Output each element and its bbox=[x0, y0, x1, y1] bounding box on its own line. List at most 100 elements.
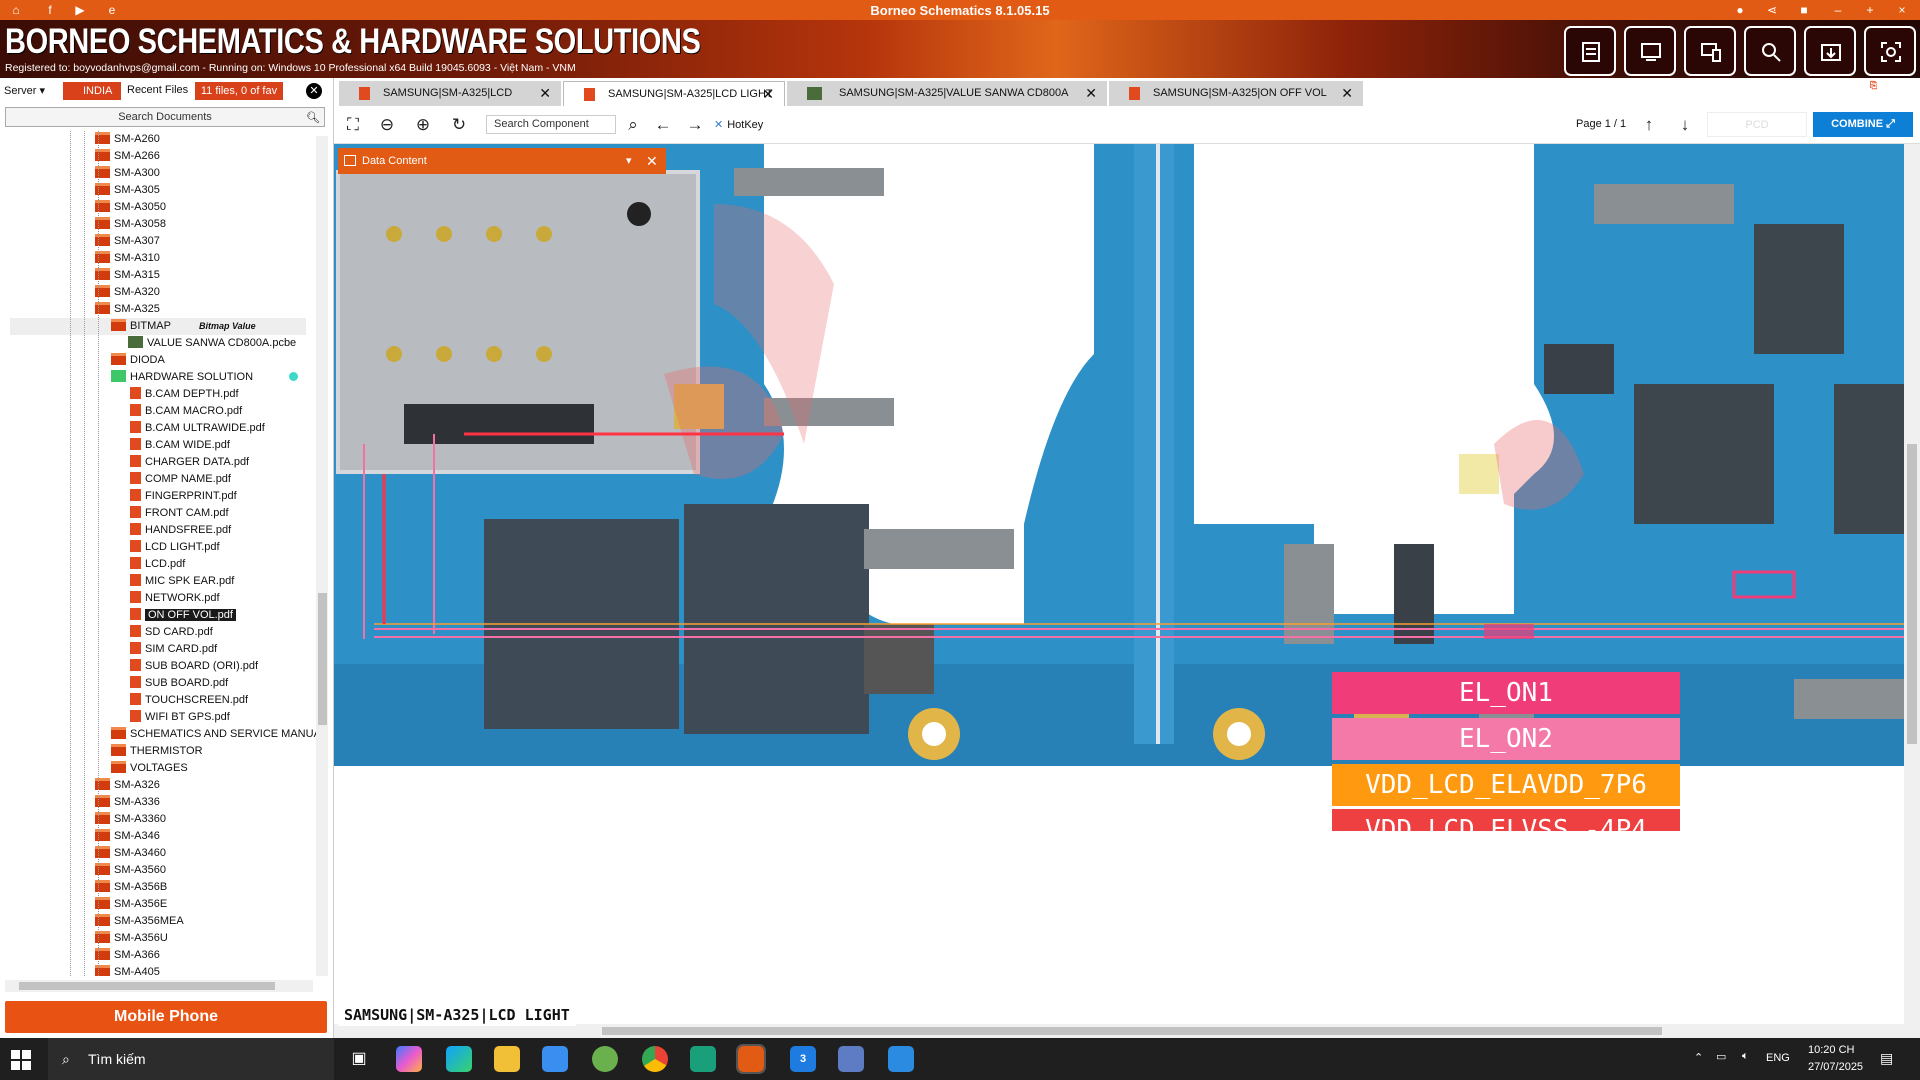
forward-arrow-icon[interactable]: → bbox=[686, 115, 704, 134]
app-monitor-icon[interactable] bbox=[838, 1046, 864, 1072]
tree-item-bitmap-file[interactable]: VALUE SANWA CD800A.pcbe bbox=[128, 335, 296, 352]
chevron-down-icon[interactable]: ▾ bbox=[626, 155, 632, 167]
data-content-panel[interactable]: Data Content ▾ ✕ bbox=[338, 148, 666, 174]
tree-item-model[interactable]: SM-A326 bbox=[95, 777, 160, 794]
tree-item-model[interactable]: SM-A3560 bbox=[95, 862, 166, 879]
copilot-icon[interactable] bbox=[396, 1046, 422, 1072]
tree-item-pdf[interactable]: SIM CARD.pdf bbox=[130, 641, 217, 658]
tree-item-pdf[interactable]: FINGERPRINT.pdf bbox=[130, 488, 237, 505]
tree-item-pdf[interactable]: B.CAM WIDE.pdf bbox=[130, 437, 230, 454]
tree-item-pdf[interactable]: NETWORK.pdf bbox=[130, 590, 220, 607]
borneo-app-icon[interactable] bbox=[736, 1044, 766, 1074]
tree-item-model[interactable]: SM-A300 bbox=[95, 165, 160, 182]
chrome-icon[interactable] bbox=[642, 1046, 668, 1072]
notifications-icon[interactable]: ▤ bbox=[1880, 1050, 1894, 1066]
tree-item-model[interactable]: SM-A3460 bbox=[95, 845, 166, 862]
devices-button[interactable] bbox=[1684, 26, 1736, 76]
tree-item-model[interactable]: SM-A356E bbox=[95, 896, 167, 913]
language-indicator[interactable]: ENG bbox=[1766, 1052, 1790, 1064]
camera-icon[interactable]: ■ bbox=[1800, 3, 1808, 17]
tree-item-model[interactable]: SM-A315 bbox=[95, 267, 160, 284]
viewer-hscrollbar[interactable] bbox=[334, 1024, 1920, 1038]
app-teal-icon[interactable] bbox=[690, 1046, 716, 1072]
schematic-viewer[interactable]: EL_ON1 EL_ON2 VDD_LCD_ELAVDD_7P6 VDD_LCD… bbox=[334, 144, 1904, 1024]
tray-chevron-icon[interactable]: ⌃ bbox=[1694, 1052, 1704, 1064]
tree-item-pdf[interactable]: SD CARD.pdf bbox=[130, 624, 213, 641]
tree-item-model[interactable]: SM-A320 bbox=[95, 284, 160, 301]
fullscreen-button[interactable] bbox=[1864, 26, 1916, 76]
zoom-in-icon[interactable]: ⊕ bbox=[415, 115, 431, 134]
tree-item-pdf[interactable]: LCD.pdf bbox=[130, 556, 185, 573]
facebook-icon[interactable]: f bbox=[48, 3, 52, 17]
tree-item-pdf[interactable]: TOUCHSCREEN.pdf bbox=[130, 692, 248, 709]
minimize-icon[interactable]: – bbox=[1834, 3, 1842, 17]
tab-on-off-vol[interactable]: SAMSUNG|SM-A325|ON OFF VOL✕ bbox=[1109, 81, 1363, 106]
share-icon[interactable]: ⋖ bbox=[1766, 3, 1778, 17]
rotate-icon[interactable]: ↻ bbox=[451, 115, 467, 134]
edge-icon[interactable] bbox=[446, 1046, 472, 1072]
tree-item-pdf[interactable]: CHARGER DATA.pdf bbox=[130, 454, 249, 471]
tree-item-pdf[interactable]: MIC SPK EAR.pdf bbox=[130, 573, 234, 590]
tree-item-pdf[interactable]: SUB BOARD (ORI).pdf bbox=[130, 658, 258, 675]
tree-item-model[interactable]: SM-A356MEA bbox=[95, 913, 184, 930]
search-icon[interactable]: ⌕ bbox=[628, 115, 638, 134]
tree-item-folder[interactable]: THERMISTOR bbox=[111, 743, 203, 760]
network-icon[interactable]: ▭ bbox=[1716, 1051, 1727, 1063]
tree-item-model[interactable]: SM-A3360 bbox=[95, 811, 166, 828]
server-dropdown[interactable]: Server ▾ bbox=[4, 85, 45, 97]
tree-item-pdf[interactable]: LCD LIGHT.pdf bbox=[130, 539, 220, 556]
tree-hscrollbar[interactable] bbox=[5, 980, 313, 992]
app-green-icon[interactable] bbox=[592, 1046, 618, 1072]
youtube-icon[interactable]: ▶ bbox=[75, 3, 85, 17]
app-blue-icon[interactable] bbox=[888, 1046, 914, 1072]
tree-item-model[interactable]: SM-A266 bbox=[95, 148, 160, 165]
pcd-button[interactable]: PCD bbox=[1707, 112, 1807, 137]
back-arrow-icon[interactable]: ← bbox=[654, 115, 672, 134]
search-documents-input[interactable]: Search Documents 🔍︎ bbox=[5, 107, 325, 127]
taskbar-search[interactable]: ⌕Tìm kiếm bbox=[48, 1038, 334, 1080]
tab-value-sanwa[interactable]: SAMSUNG|SM-A325|VALUE SANWA CD800A✕ bbox=[787, 81, 1107, 106]
store-icon[interactable] bbox=[542, 1046, 568, 1072]
viewer-vscrollbar[interactable] bbox=[1904, 144, 1920, 1024]
tree-item-model[interactable]: SM-A405 bbox=[95, 964, 160, 976]
tree-item-model[interactable]: SM-A3058 bbox=[95, 216, 166, 233]
clear-icon[interactable]: ✕ bbox=[306, 83, 322, 99]
download-button[interactable] bbox=[1804, 26, 1856, 76]
close-icon[interactable]: × bbox=[1898, 3, 1906, 17]
tab-lcd[interactable]: SAMSUNG|SM-A325|LCD✕ bbox=[339, 81, 561, 106]
tree-item-pdf[interactable]: HANDSFREE.pdf bbox=[130, 522, 231, 539]
tree-item-model[interactable]: SM-A3050 bbox=[95, 199, 166, 216]
mobile-phone-button[interactable]: Mobile Phone bbox=[5, 1001, 327, 1033]
tree-item-pdf[interactable]: B.CAM ULTRAWIDE.pdf bbox=[130, 420, 265, 437]
tree-item-model[interactable]: SM-A305 bbox=[95, 182, 160, 199]
tree-item-model[interactable]: SM-A325 bbox=[95, 301, 160, 318]
hotkey-button[interactable]: ✕HotKey bbox=[714, 119, 764, 131]
home-icon[interactable]: ⌂ bbox=[12, 3, 20, 17]
fit-screen-icon[interactable]: ⛶ bbox=[347, 115, 359, 134]
tree-item-model[interactable]: SM-A336 bbox=[95, 794, 160, 811]
zoom-out-icon[interactable]: ⊖ bbox=[379, 115, 395, 134]
tree-item-dioda[interactable]: DIODA bbox=[111, 352, 165, 369]
tree-item-folder[interactable]: VOLTAGES bbox=[111, 760, 188, 777]
tree-item-model[interactable]: SM-A310 bbox=[95, 250, 160, 267]
clock-date[interactable]: 27/07/2025 bbox=[1808, 1061, 1864, 1073]
tab-lcd-light[interactable]: SAMSUNG|SM-A325|LCD LIGHT✕ bbox=[563, 81, 785, 106]
tree-item-pdf[interactable]: FRONT CAM.pdf bbox=[130, 505, 229, 522]
volume-icon[interactable]: 🔈︎ bbox=[1742, 1050, 1749, 1062]
user-icon[interactable]: ● bbox=[1736, 3, 1744, 17]
app-3-icon[interactable]: 3 bbox=[790, 1046, 816, 1072]
tree-item-folder[interactable]: SCHEMATICS AND SERVICE MANUAL bbox=[111, 726, 316, 743]
tree-item-model[interactable]: SM-A307 bbox=[95, 233, 160, 250]
combine-button[interactable]: COMBINE ⤢ bbox=[1813, 112, 1913, 137]
close-panel-icon[interactable]: ✕ bbox=[646, 153, 658, 169]
tree-item-model[interactable]: SM-A346 bbox=[95, 828, 160, 845]
tree-item-pdf[interactable]: WIFI BT GPS.pdf bbox=[130, 709, 230, 726]
document-button[interactable] bbox=[1564, 26, 1616, 76]
close-tab-icon[interactable]: ✕ bbox=[539, 85, 551, 101]
tree-item-model[interactable]: SM-A356U bbox=[95, 930, 168, 947]
task-view-icon[interactable]: ▣ bbox=[351, 1050, 367, 1067]
tree-item-pdf[interactable]: COMP NAME.pdf bbox=[130, 471, 231, 488]
search-icon[interactable]: 🔍︎ bbox=[306, 112, 320, 124]
page-down-icon[interactable]: ↓ bbox=[1680, 115, 1690, 134]
